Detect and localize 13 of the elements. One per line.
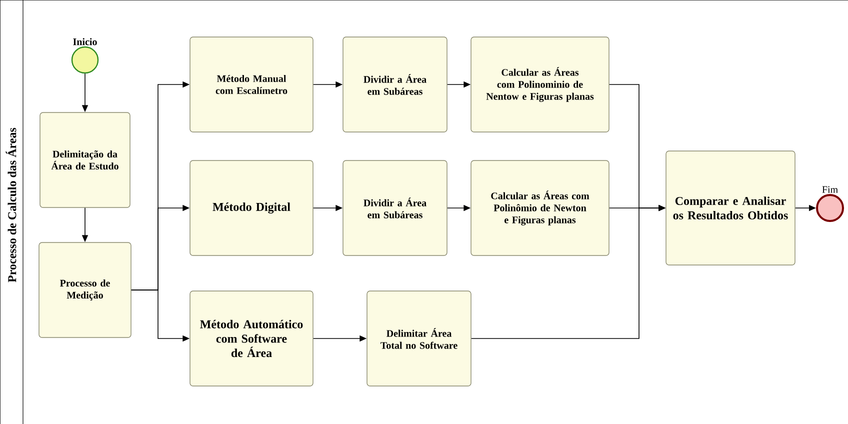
process-box: Método Digital [190,160,314,256]
process-box: Calcular as Áreas com Polinômio de Newton e Figuras planas [470,160,610,256]
process-box: Método Automático com Software de Área [190,290,314,386]
process-box: Comparar e Analisar os Resultados Obtidos [666,150,796,266]
process-box: Método Manual com Escalímetro [190,36,314,132]
process-box: Processo de Medição [38,242,132,338]
process-box: Dividir a Área em Subáreas [342,160,448,256]
process-box: Dividir a Área em Subáreas [342,36,448,132]
process-box: Delimitação da Área de Estudo [40,112,130,208]
process-box: Delimitar Área Total no Software [366,290,472,386]
process-box: Calcular as Áreas com Polinominio de Nentow e Figuras planas [470,36,610,132]
node-label: Fim [822,186,838,193]
node-label: Inicio [73,38,97,46]
